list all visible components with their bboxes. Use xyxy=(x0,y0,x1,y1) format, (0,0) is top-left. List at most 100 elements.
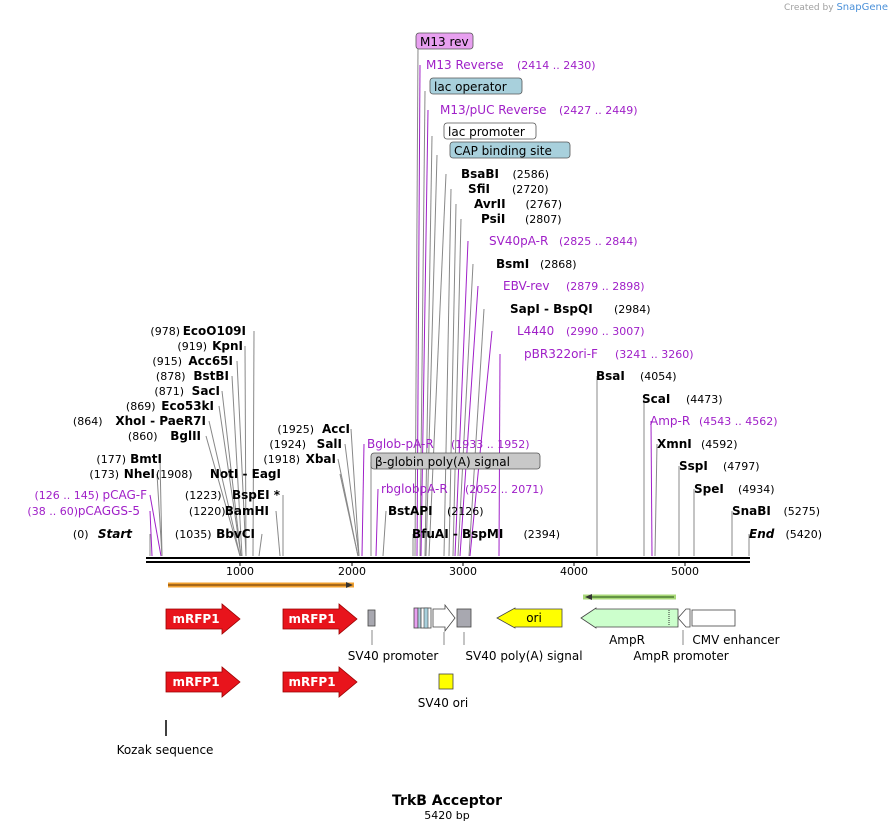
site-pos-bsai: (4054) xyxy=(640,370,677,383)
credit-prefix: Created by xyxy=(784,3,834,13)
leader-sapi-bspqi xyxy=(468,308,485,557)
site-name-ecoo109i: EcoO109I xyxy=(183,324,246,338)
site-name-eco53ki: Eco53kI xyxy=(161,399,214,413)
ampr-promoter-label: AmpR promoter xyxy=(633,649,728,663)
site-name-ebv-rev: EBV-rev xyxy=(503,279,549,293)
site-pos-psii: (2807) xyxy=(525,213,562,226)
sv40-promoter-block xyxy=(367,609,376,627)
site-pos-bamhi: (1220) xyxy=(189,505,226,518)
site-pos-xmni: (4592) xyxy=(701,438,738,451)
leader-l4440 xyxy=(469,330,493,557)
site-name-sv40pa-r: SV40pA-R xyxy=(489,234,548,248)
box-label-lac-operator: lac operator xyxy=(429,77,523,95)
leader-rbglobpa-r xyxy=(375,488,379,557)
leader-lines xyxy=(149,45,750,557)
ori-arrow: ori xyxy=(496,607,563,629)
site-name-bbvci: BbvCI xyxy=(216,527,255,541)
site-pos-ebv-rev: (2879 .. 2898) xyxy=(566,280,645,293)
site-pos-sv40pa-r: (2825 .. 2844) xyxy=(559,235,638,248)
box-text-m13-rev: M13 rev xyxy=(420,35,469,49)
leader-cap-binding-site xyxy=(425,154,438,557)
site-pos-sapi-bspqi: (2984) xyxy=(614,303,651,316)
site-pos-noti-eagi: (1908) xyxy=(156,468,193,481)
leader-sfii xyxy=(443,188,452,557)
axis-tick-label-2000: 2000 xyxy=(338,565,366,578)
lac-operator-block xyxy=(417,607,422,629)
site-name-scai: ScaI xyxy=(642,392,670,406)
leader-saci xyxy=(221,390,242,557)
lac-arrow xyxy=(432,603,456,633)
site-name-amp-r: Amp-R xyxy=(650,414,690,428)
site-name-bfuai-bspmi: BfuAI - BspMI xyxy=(412,527,503,541)
kozak-label: Kozak sequence xyxy=(117,743,214,757)
site-name-rbglobpa-r: rbglobpA-R xyxy=(381,482,448,496)
leader-bsmi xyxy=(457,263,474,557)
site-name-spei: SpeI xyxy=(694,482,724,496)
leader-bsabi xyxy=(428,173,447,557)
box-text-globin-poly-a-signal: β-globin poly(A) signal xyxy=(375,455,510,469)
site-name-start: Start xyxy=(98,527,133,541)
site-name-bstapi: BstAPI xyxy=(388,504,433,518)
axis-tick-label-3000: 3000 xyxy=(449,565,477,578)
site-name-xbai: XbaI xyxy=(306,452,336,466)
axis-tick-label-4000: 4000 xyxy=(560,565,588,578)
site-name-pbr322ori-f: pBR322ori-F xyxy=(524,347,598,361)
snapgene-logo: SnapGene xyxy=(836,2,888,13)
leader-xbai xyxy=(337,458,359,557)
site-pos-end: (5420) xyxy=(786,528,823,541)
site-name-bsabi: BsaBI xyxy=(461,167,499,181)
site-pos-pcaggs-5: (38 .. 60) xyxy=(27,505,78,518)
site-name-bsai: BsaI xyxy=(596,369,625,383)
site-pos-sali: (1924) xyxy=(269,438,306,451)
box-text-lac-operator: lac operator xyxy=(434,80,507,94)
sv40-promoter-label: SV40 promoter xyxy=(348,649,439,663)
site-pos-l4440: (2990 .. 3007) xyxy=(566,325,645,338)
leader-bmti xyxy=(159,458,163,557)
site-name-noti-eagi: NotI - EagI xyxy=(210,467,281,481)
leader-xhoi-paer7i xyxy=(208,420,241,557)
site-pos-sfii: (2720) xyxy=(512,183,549,196)
site-pos-spei: (4934) xyxy=(738,483,775,496)
mrfp1-label-4: mRFP1 xyxy=(288,675,335,689)
site-pos-nhei: (173) xyxy=(89,468,119,481)
site-pos-bfuai-bspmi: (2394) xyxy=(524,528,561,541)
box-label-m13-rev: M13 rev xyxy=(415,32,474,50)
box-label-globin-poly-a-signal: β-globin poly(A) signal xyxy=(370,452,541,470)
site-pos-kpni: (919) xyxy=(177,340,207,353)
site-name-psii: PsiI xyxy=(481,212,505,226)
leader-ecoo109i xyxy=(252,330,255,557)
leader-bstbi xyxy=(231,375,243,557)
mrfp1-arrow-4: mRFP1 xyxy=(282,666,358,698)
site-pos-bsabi: (2586) xyxy=(513,168,550,181)
mrfp1-arrow-3: mRFP1 xyxy=(165,666,241,698)
site-pos-snabi: (5275) xyxy=(784,505,821,518)
site-pos-sspi: (4797) xyxy=(723,460,760,473)
leader-sali xyxy=(344,443,360,557)
axis-tick-label-5000: 5000 xyxy=(671,565,699,578)
site-name-sspi: SspI xyxy=(679,459,708,473)
leader-bstapi xyxy=(382,510,387,557)
leader-bglii xyxy=(205,435,241,557)
snapgene-credit: Created by SnapGene xyxy=(784,2,888,13)
site-pos-xhoi-paer7i: (864) xyxy=(73,415,103,428)
site-name-xmni: XmnI xyxy=(657,437,692,451)
box-label-cap-binding-site: CAP binding site xyxy=(449,141,571,159)
leader-m13-puc-reverse xyxy=(420,109,429,557)
sv40-polya-block xyxy=(456,608,472,628)
sv40-ori-block xyxy=(438,673,454,690)
site-name-acci: AccI xyxy=(322,422,350,436)
mrfp1-label-2: mRFP1 xyxy=(288,612,335,626)
site-pos-bsmi: (2868) xyxy=(540,258,577,271)
site-pos-acci: (1925) xyxy=(277,423,314,436)
ampr-label: AmpR xyxy=(609,633,645,647)
leader-sv40pa-r xyxy=(454,240,469,557)
site-pos-bstapi: (2126) xyxy=(447,505,484,518)
site-name-saci: SacI xyxy=(192,384,220,398)
site-pos-m13-reverse: (2414 .. 2430) xyxy=(517,59,596,72)
mrfp1-arrow-1: mRFP1 xyxy=(165,603,241,635)
site-name-acc65i: Acc65I xyxy=(188,354,233,368)
site-pos-bbvci: (1035) xyxy=(175,528,212,541)
leader-ebv-rev xyxy=(459,285,479,557)
mrfp1-label-1: mRFP1 xyxy=(172,612,219,626)
